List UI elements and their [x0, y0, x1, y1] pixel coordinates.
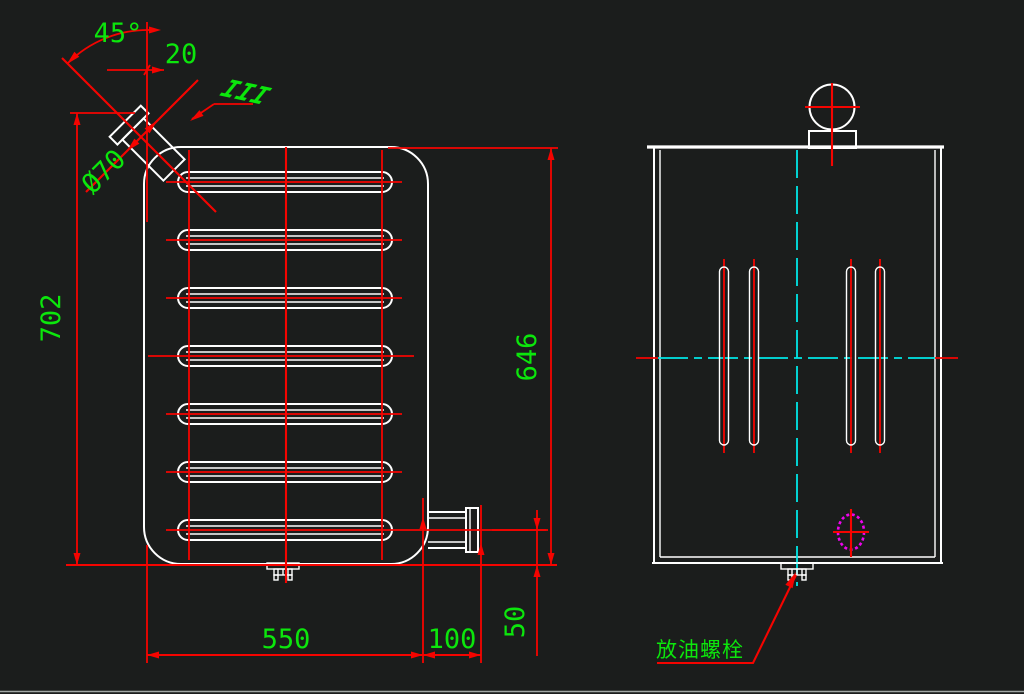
front-view-dimensions: 45° 20 Ø70 III 702 646: [36, 18, 558, 663]
front-outlet-nozzle: [428, 507, 479, 553]
dim-outlet-height-label: 50: [500, 606, 531, 639]
dim-body-height-label: 646: [512, 333, 543, 382]
drain-boss: [833, 509, 869, 557]
side-view: 放油螺栓: [636, 83, 958, 665]
side-filler-neck: [805, 83, 860, 166]
drain-label: 放油螺栓: [656, 638, 744, 662]
section-mark-label: III: [215, 75, 275, 111]
dim-overall-height-label: 702: [36, 294, 67, 343]
drain-leader: 放油螺栓: [656, 572, 797, 665]
side-slots: [718, 259, 886, 453]
dim-neck-diameter-label: Ø70: [76, 144, 132, 200]
dim-body-width-label: 550: [262, 624, 311, 655]
front-view-centerlines: [89, 85, 546, 583]
neck-centerline: [89, 85, 217, 213]
dim-neck-offset-label: 20: [165, 39, 198, 70]
dim-neck-angle-label: 45°: [94, 18, 143, 49]
dim-outlet-extension-label: 100: [428, 624, 477, 655]
